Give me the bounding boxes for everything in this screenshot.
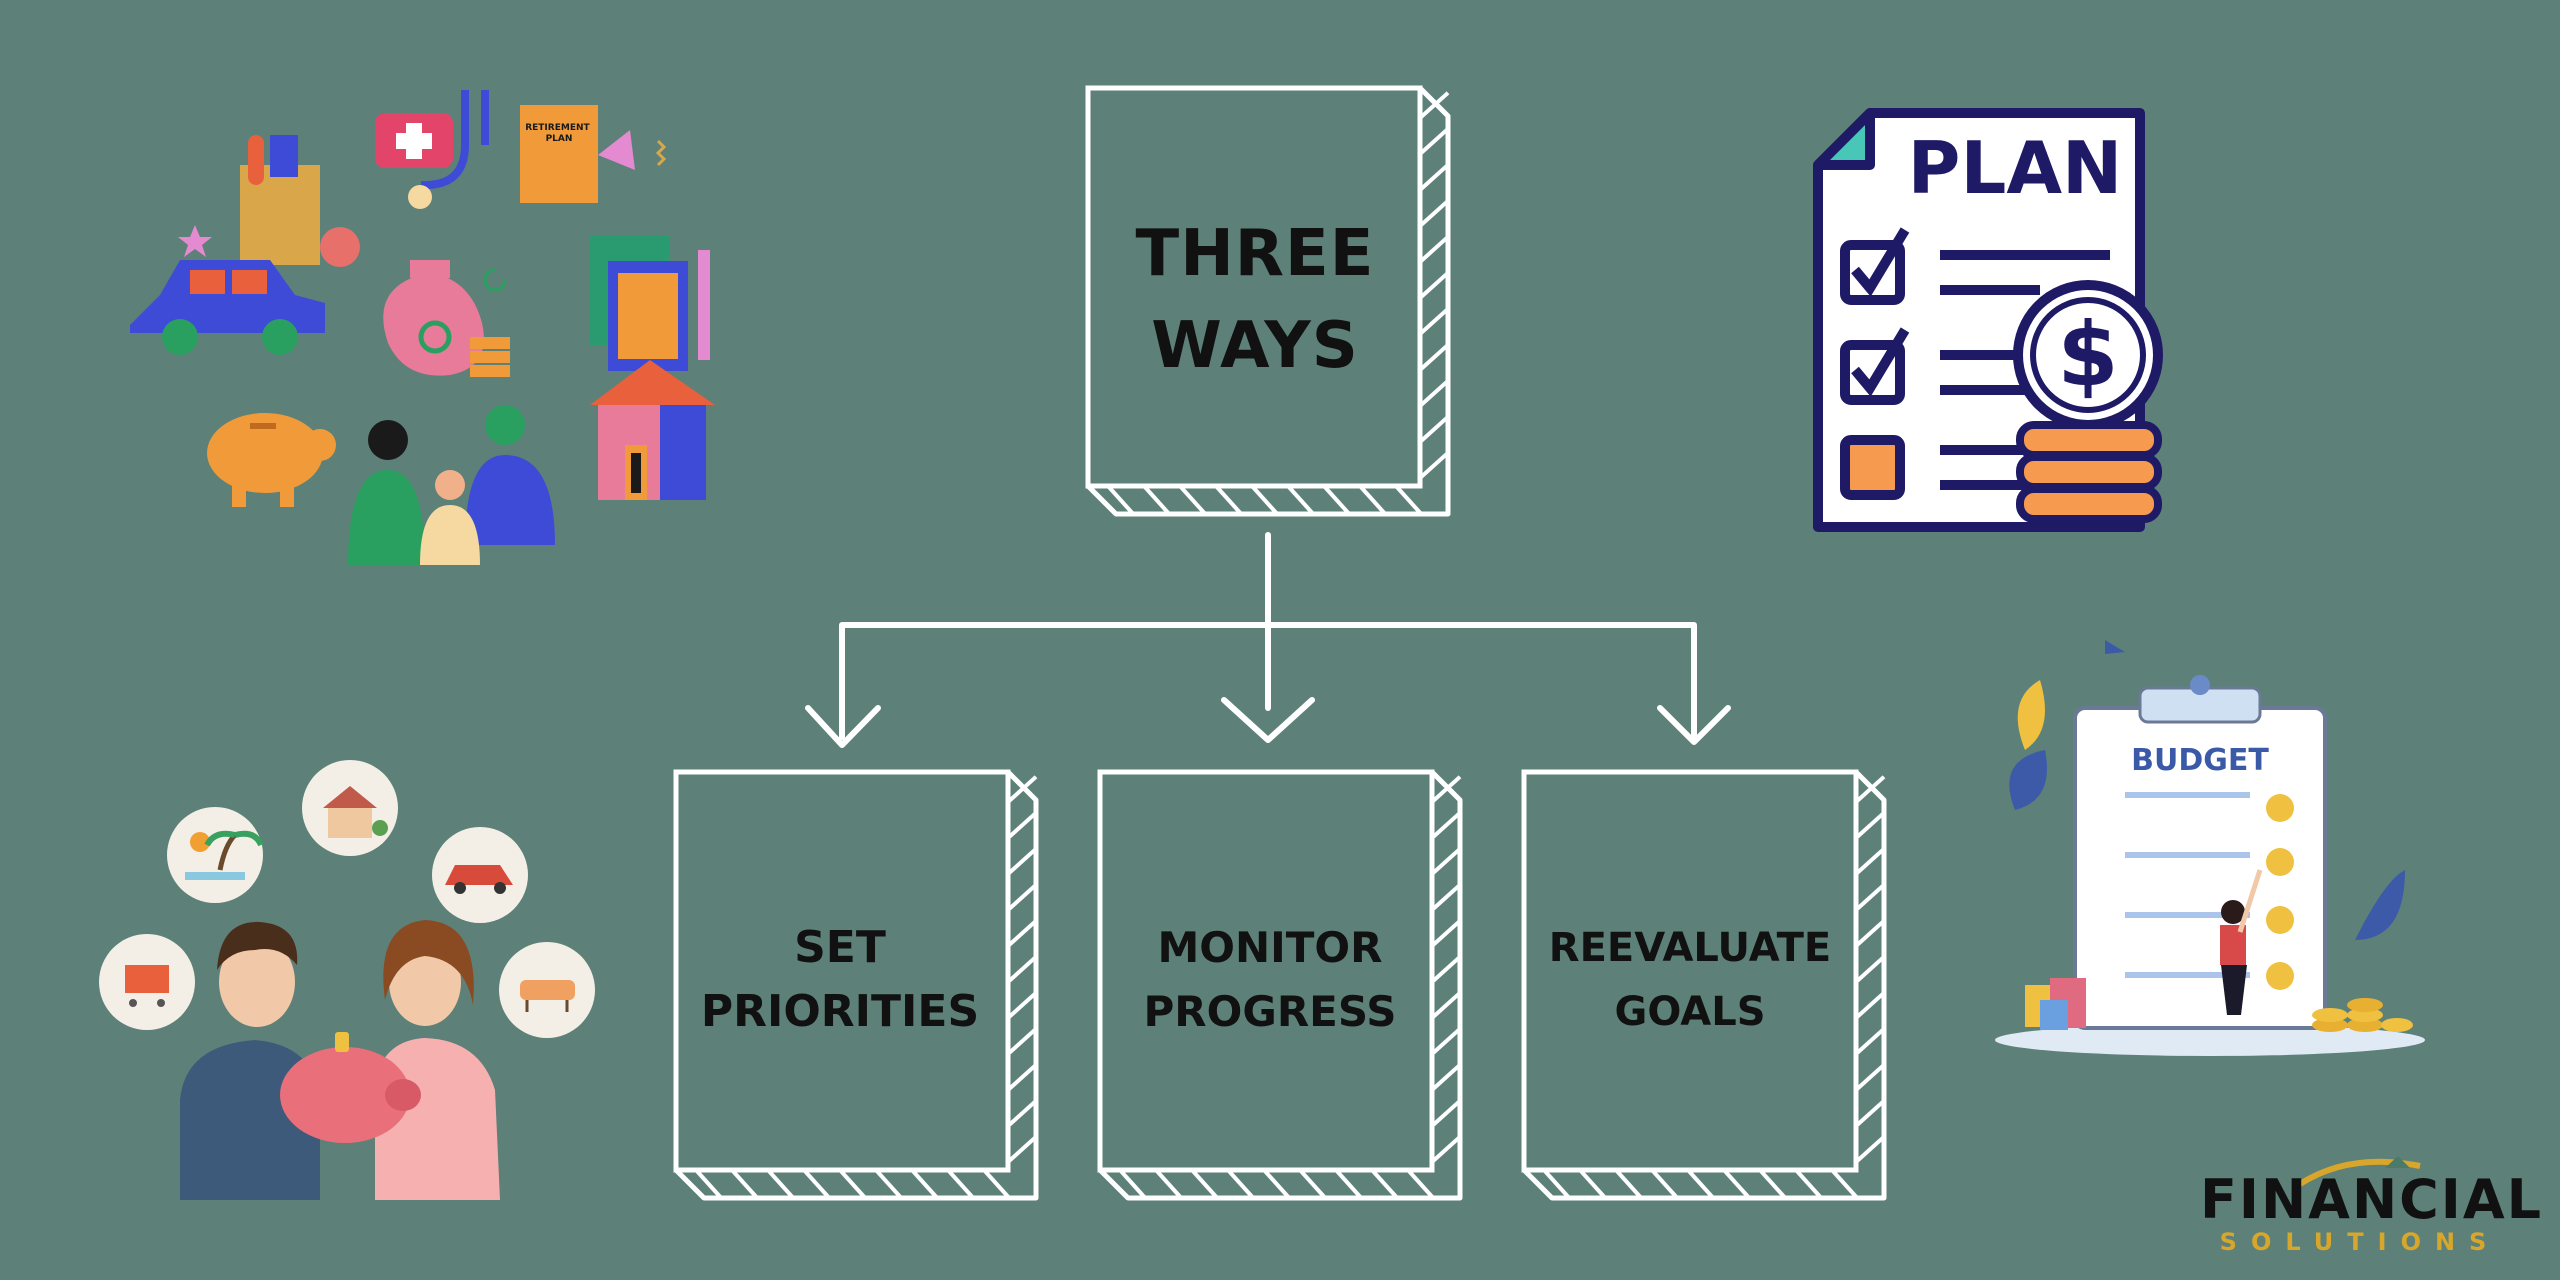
three-ways-box [1085, 85, 1451, 517]
retirement-plan-icon: RETIREMENT PLAN [520, 105, 667, 203]
brand-logo: FINANCIAL SOLUTIONS [2200, 1150, 2544, 1256]
man-figure [180, 921, 320, 1200]
logo-swoosh-icon [2298, 1156, 2421, 1187]
budget-clipboard-illustration: BUDGET [1995, 640, 2425, 1056]
set-priorities-label: SET PRIORITIES [700, 922, 980, 1037]
retirement-plan-line-2: PLAN [546, 134, 573, 144]
plan-document-illustration: PLAN $ [1813, 108, 2163, 532]
dollar-icon: $ [2057, 303, 2118, 406]
coins-icon [2312, 998, 2413, 1032]
top-box-label: THREE WAYS [1135, 217, 1375, 383]
shopping-cart-icon [99, 934, 195, 1030]
expenses-illustration: RETIREMENT PLAN [130, 90, 715, 565]
arrow-right-icon [1657, 705, 1731, 745]
woman-figure [375, 920, 500, 1200]
beach-icon [167, 807, 264, 903]
shopping-bags-icon [2025, 978, 2086, 1030]
retirement-plan-line-1: RETIREMENT [525, 123, 590, 133]
reevaluate-goals-label: REEVALUATE GOALS [1548, 925, 1832, 1035]
medical-kit-icon [375, 90, 489, 209]
brand-name: FINANCIAL [2200, 1168, 2544, 1231]
woman-figure [2220, 869, 2263, 1015]
check-icon [1851, 327, 1910, 397]
money-bag-icon [383, 260, 510, 377]
arrow-center-icon [1221, 697, 1315, 743]
couple-saving-illustration [99, 760, 595, 1200]
monitor-progress-box [1097, 769, 1463, 1201]
svg-text:RETIREMENT PLAN: RETIREMENT PLAN [525, 123, 593, 144]
budget-title: BUDGET [2131, 743, 2269, 778]
books-icon [590, 235, 710, 371]
brand-tagline: SOLUTIONS [2219, 1228, 2501, 1256]
monitor-progress-label: MONITOR PROGRESS [1143, 923, 1397, 1036]
car-icon [130, 260, 325, 355]
family-icon [348, 405, 555, 565]
piggy-bank-icon [207, 413, 336, 507]
grocery-bag-icon [178, 135, 360, 267]
plan-title: PLAN [1908, 126, 2123, 210]
house-icon [590, 360, 715, 500]
check-icon [1851, 227, 1910, 297]
house-icon [302, 760, 398, 856]
arrow-left-icon [805, 705, 881, 748]
reevaluate-goals-box [1521, 769, 1887, 1201]
set-priorities-box [673, 769, 1039, 1201]
piggy-bank-icon [280, 1032, 421, 1143]
car-icon [432, 827, 528, 923]
sofa-icon [499, 942, 595, 1038]
